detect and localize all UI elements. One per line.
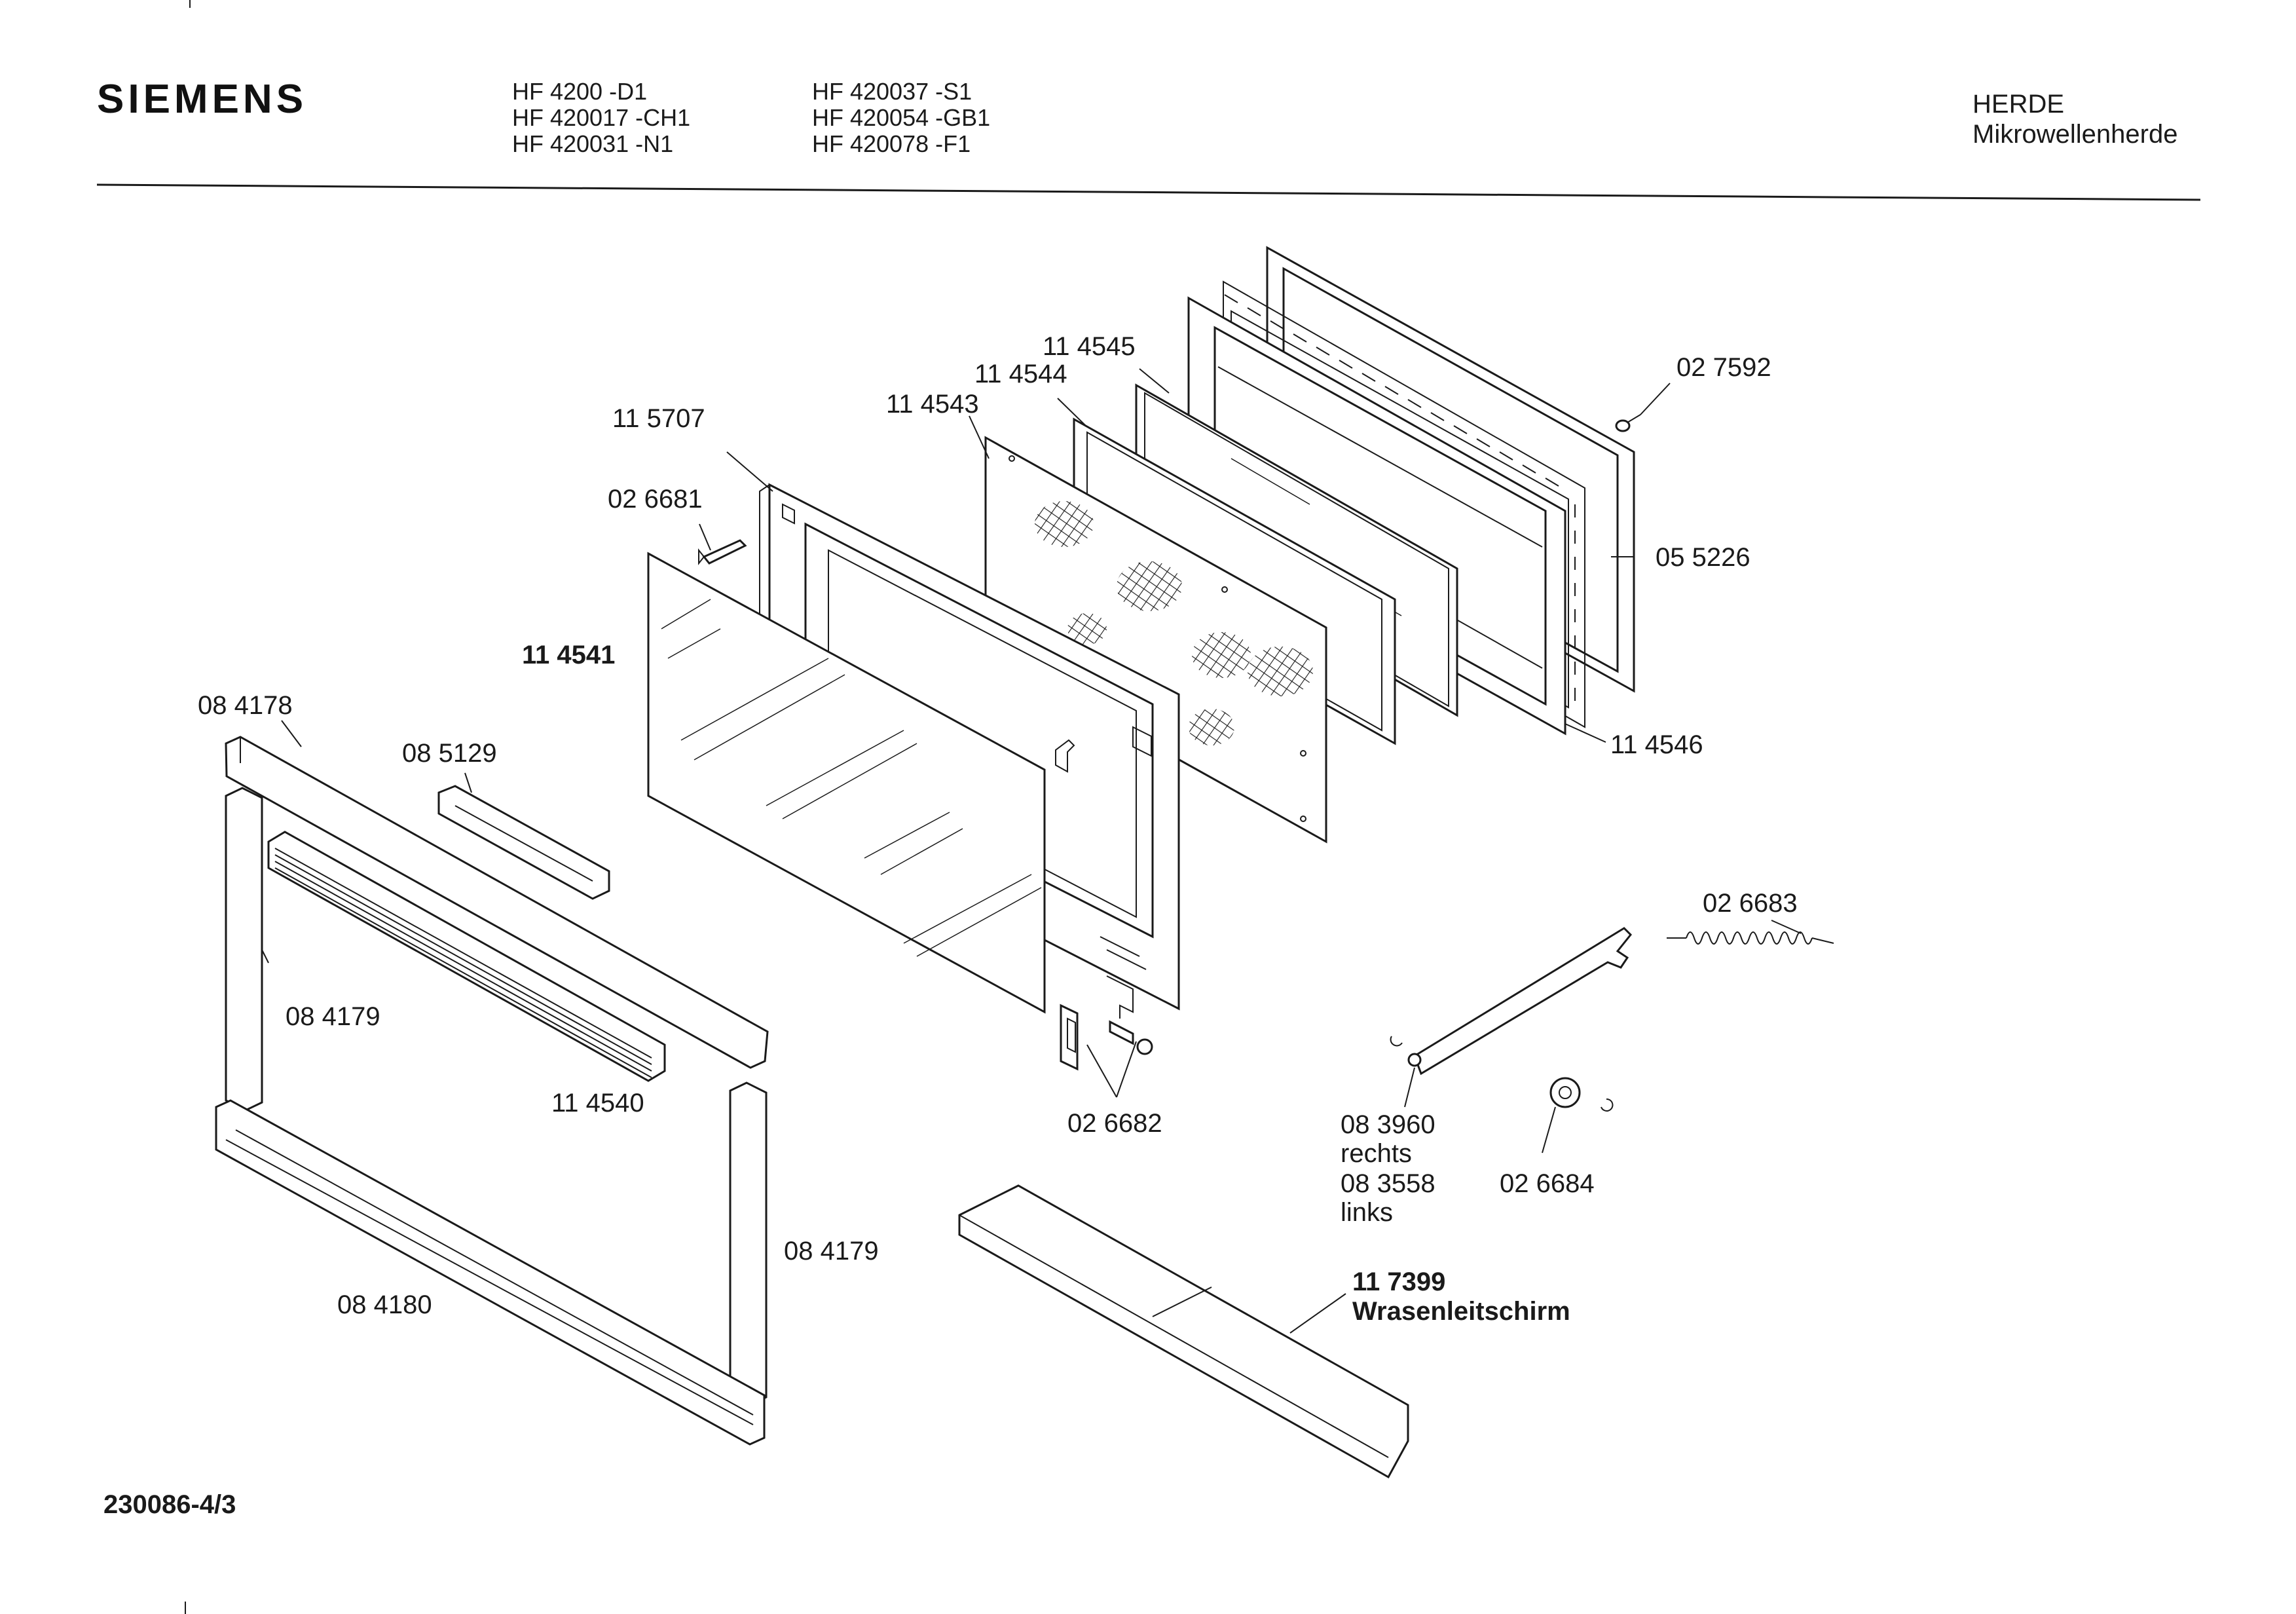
outer-door-glass-114541 — [647, 552, 1075, 1014]
label-115707: 11 5707 — [612, 404, 705, 433]
label-083558: 08 3558 — [1341, 1169, 1435, 1198]
leader-lines — [261, 368, 1802, 1334]
lever-083960 — [1390, 927, 1633, 1076]
spring-026683 — [1667, 931, 1834, 945]
mesh-panel-114543 — [984, 436, 1327, 844]
label-114544: 11 4544 — [974, 360, 1067, 388]
label-084179-left: 08 4179 — [286, 1002, 380, 1031]
label-084178: 08 4178 — [198, 691, 293, 720]
label-114543: 11 4543 — [886, 390, 979, 419]
category-label: HERDE — [1972, 90, 2064, 119]
label-wrasenleitschirm: Wrasenleitschirm — [1352, 1297, 1570, 1326]
model-6: HF 420078 -F1 — [812, 130, 971, 157]
label-114546: 11 4546 — [1610, 730, 1703, 759]
label-114540: 11 4540 — [551, 1089, 644, 1117]
subcategory-label: Mikrowellenherde — [1972, 120, 2177, 149]
label-085129: 08 5129 — [402, 739, 497, 768]
label-083960: 08 3960 — [1341, 1110, 1435, 1139]
label-055226: 05 5226 — [1656, 543, 1750, 572]
trim-bar-114540 — [267, 831, 666, 1082]
label-026682: 02 6682 — [1067, 1109, 1162, 1138]
bottom-rail-084180 — [215, 1099, 766, 1446]
screw-027592 — [1615, 414, 1641, 432]
top-rail-084178 — [225, 736, 769, 1069]
model-5: HF 420054 -GB1 — [812, 104, 990, 131]
model-2: HF 420017 -CH1 — [512, 104, 690, 131]
label-027592: 02 7592 — [1676, 353, 1771, 382]
label-084179-right: 08 4179 — [784, 1237, 879, 1266]
label-114541: 11 4541 — [522, 641, 615, 669]
label-114545: 11 4545 — [1043, 332, 1136, 361]
label-links: links — [1341, 1198, 1393, 1227]
hinge-026682 — [1060, 1004, 1153, 1071]
right-post-084179 — [729, 1081, 768, 1406]
vapour-deflector-117399 — [958, 1184, 1409, 1479]
diagram: 02 7592 11 4545 11 4544 11 4543 11 5707 … — [198, 246, 1834, 1479]
model-3: HF 420031 -N1 — [512, 130, 673, 157]
label-026683: 02 6683 — [1703, 889, 1798, 918]
roller-026684 — [1549, 1077, 1614, 1112]
label-026681: 02 6681 — [608, 485, 703, 514]
header: SIEMENS HF 4200 -D1 HF 420017 -CH1 HF 42… — [96, 0, 2201, 201]
handle-085129 — [437, 785, 610, 900]
label-026684: 02 6684 — [1500, 1169, 1595, 1198]
part-labels: 02 7592 11 4545 11 4544 11 4543 11 5707 … — [198, 332, 1798, 1326]
label-rechts: rechts — [1341, 1139, 1412, 1168]
footer: 230086-4/3 — [103, 1490, 236, 1614]
left-post-084179 — [225, 787, 263, 1112]
model-1: HF 4200 -D1 — [512, 78, 647, 105]
model-4: HF 420037 -S1 — [812, 78, 972, 105]
label-084180: 08 4180 — [337, 1290, 432, 1319]
brand-logo: SIEMENS — [97, 77, 307, 122]
pin-026681 — [698, 539, 747, 565]
label-117399: 11 7399 — [1352, 1267, 1445, 1296]
header-rule — [96, 183, 2201, 201]
drawing-number: 230086-4/3 — [103, 1490, 236, 1519]
